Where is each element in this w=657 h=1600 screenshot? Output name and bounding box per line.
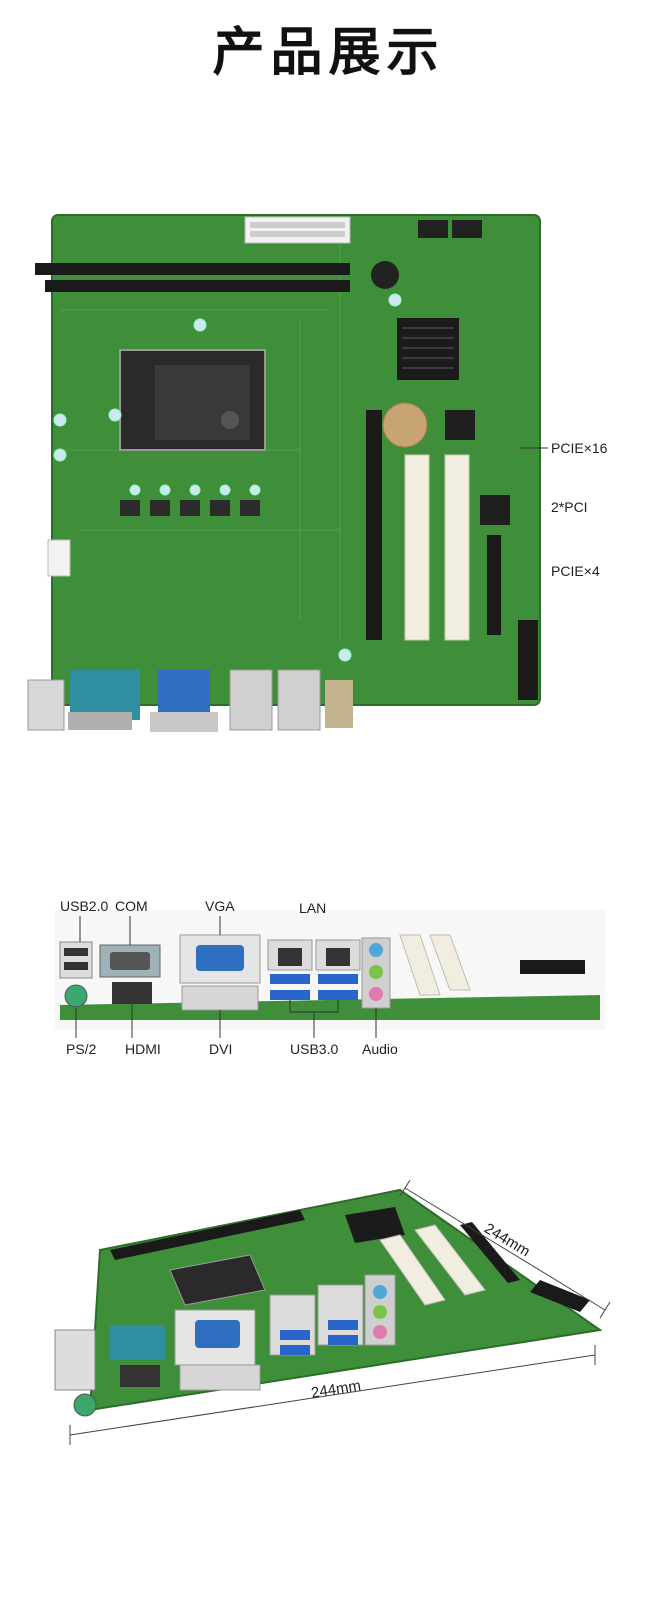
label-pcie-x4: PCIE×4 [551, 563, 600, 579]
board-top-view: PCIE×16 2*PCI PCIE×4 [0, 200, 657, 760]
label-audio: Audio [362, 1041, 398, 1057]
label-pci: 2*PCI [551, 499, 588, 515]
motherboard-perspective-image [54, 1180, 611, 1445]
motherboard-top-image [27, 214, 548, 732]
io-rear-view: USB2.0 COM VGA LAN PS/2 HDMI DVI USB3.0 … [0, 890, 657, 1070]
label-dvi: DVI [209, 1041, 233, 1057]
label-usb2: USB2.0 [60, 898, 109, 914]
label-lan: LAN [299, 900, 327, 916]
perspective-view: 244mm 244mm [0, 1180, 657, 1460]
io-panel-image [55, 910, 605, 1038]
label-ps2: PS/2 [66, 1041, 97, 1057]
label-pcie-x16: PCIE×16 [551, 440, 608, 456]
label-vga: VGA [205, 898, 235, 914]
label-com: COM [115, 898, 148, 914]
label-hdmi: HDMI [125, 1041, 161, 1057]
page-title: 产品展示 [212, 23, 445, 83]
label-usb3: USB3.0 [290, 1041, 339, 1057]
